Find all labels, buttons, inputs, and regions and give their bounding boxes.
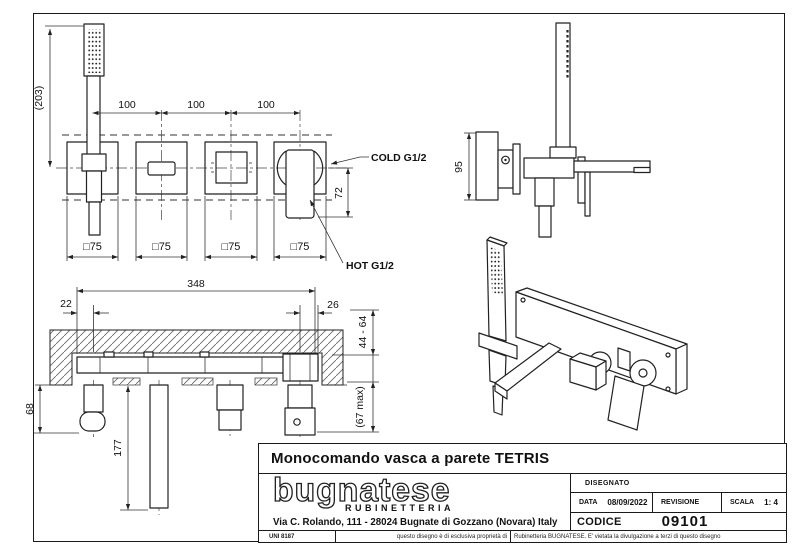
dim-26: 26 xyxy=(327,299,339,311)
dim-sq75-2: □75 xyxy=(152,241,171,253)
section-mixer xyxy=(287,384,313,409)
disclaimer-left: questo disegno è di esclusiva proprietà … xyxy=(336,531,511,542)
codice-cell: CODICE 09101 xyxy=(571,513,786,530)
drawing-title: Monocomando vasca a parete TETRIS xyxy=(259,444,786,474)
codice-label: CODICE xyxy=(577,515,622,528)
scala-value: 1: 4 xyxy=(764,498,778,508)
data-cell: DATA 08/09/2022 xyxy=(571,493,653,512)
hot-inlet-label: HOT G1/2 xyxy=(346,260,394,272)
front-view: 100 100 100 (203) □75 □75 □75 □75 72 xyxy=(33,23,427,272)
mixer-handle-front xyxy=(285,149,315,219)
section-view: 348 22 26 44 - 64 (67 max) 68 xyxy=(24,278,379,515)
dim-95: 95 xyxy=(453,161,465,173)
diverter-front xyxy=(215,151,248,184)
dim-44-64: 44 - 64 xyxy=(357,316,369,349)
cold-inlet-label: COLD G1/2 xyxy=(371,152,427,164)
dim-100-3: 100 xyxy=(257,99,275,111)
data-value: 08/09/2022 xyxy=(607,498,648,508)
dim-348: 348 xyxy=(187,278,205,290)
data-label: DATA xyxy=(579,499,598,507)
revisione-label: REVISIONE xyxy=(661,499,700,507)
dim-100-2: 100 xyxy=(187,99,205,111)
side-view: 95 xyxy=(453,22,651,238)
disegnato-label: DISEGNATO xyxy=(585,479,630,487)
spout-front xyxy=(147,161,176,176)
side-spout-body xyxy=(523,157,575,179)
dim-sq75-1: □75 xyxy=(83,241,102,253)
revisione-cell: REVISIONE xyxy=(653,493,722,512)
standard-ref: UNI 8187 xyxy=(259,531,336,542)
scala-label: SCALA xyxy=(730,499,755,507)
title-block: Monocomando vasca a parete TETRIS bugnat… xyxy=(258,443,787,543)
dim-72: 72 xyxy=(333,187,345,199)
section-rod xyxy=(149,384,169,509)
manufacturer-cell: bugnatese RUBINETTERIA Via C. Rolando, 1… xyxy=(259,472,571,530)
side-spout xyxy=(573,160,651,173)
iso-view xyxy=(478,236,688,431)
disegnato-cell: DISEGNATO xyxy=(571,474,786,494)
handshower-spray-dots xyxy=(87,29,101,73)
dim-22: 22 xyxy=(60,298,72,310)
section-holder xyxy=(83,384,104,413)
built-in-body xyxy=(76,356,319,374)
bugnatese-logo: bugnatese xyxy=(272,471,451,508)
handshower-holder xyxy=(81,153,107,172)
dim-sq75-3: □75 xyxy=(222,241,241,253)
disclaimer-right: Rubinetteria BUGNATESE. E' vietata la di… xyxy=(514,533,721,540)
side-wall-plate xyxy=(475,131,499,201)
dim-sq75-4: □75 xyxy=(291,241,310,253)
codice-value: 09101 xyxy=(661,513,709,530)
dim-203: (203) xyxy=(33,86,45,111)
iso-diverter-knob xyxy=(569,358,597,391)
scala-cell: SCALA 1: 4 xyxy=(722,493,786,512)
dim-100-1: 100 xyxy=(118,99,136,111)
manufacturer-address: Via C. Rolando, 111 - 28024 Bugnate di G… xyxy=(273,517,558,528)
dim-68: 68 xyxy=(24,403,36,415)
dim-67max: (67 max) xyxy=(354,386,366,427)
side-handle xyxy=(534,177,555,207)
iso-mixer-lever xyxy=(607,375,645,431)
section-diverter xyxy=(216,384,244,411)
dim-177: 177 xyxy=(112,439,124,457)
logo-subtitle: RUBINETTERIA xyxy=(345,503,454,513)
